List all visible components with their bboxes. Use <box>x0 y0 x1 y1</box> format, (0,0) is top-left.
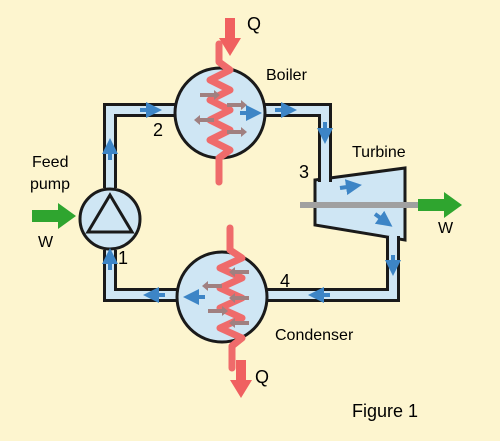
work-in-label: W <box>38 234 54 251</box>
condenser <box>175 224 269 398</box>
work-out-label: W <box>438 220 454 237</box>
state-4-label: 4 <box>280 271 290 291</box>
feed-pump-label-line2: pump <box>30 176 70 193</box>
feed-pump <box>78 187 142 251</box>
work-in-arrow <box>32 203 76 229</box>
figure-caption: Figure 1 <box>352 401 418 421</box>
work-out-arrow <box>418 192 462 218</box>
heat-out-arrow <box>230 360 252 398</box>
heat-in-arrow <box>219 18 241 56</box>
turbine-label: Turbine <box>352 144 406 161</box>
boiler-small-arrows <box>194 90 247 137</box>
boiler <box>173 18 267 186</box>
heat-out-label: Q <box>255 367 269 387</box>
state-3-label: 3 <box>299 162 309 182</box>
condenser-small-arrows <box>202 267 249 328</box>
flow-arrows <box>102 102 401 305</box>
boiler-heating-coil <box>206 40 234 186</box>
state-2-label: 2 <box>153 120 163 140</box>
condenser-label: Condenser <box>275 327 354 344</box>
feed-pump-label-line1: Feed <box>32 154 68 171</box>
heat-in-label: Q <box>247 14 261 34</box>
boiler-label: Boiler <box>266 67 308 84</box>
pipe-loop <box>103 103 400 302</box>
state-1-label: 1 <box>118 248 128 268</box>
